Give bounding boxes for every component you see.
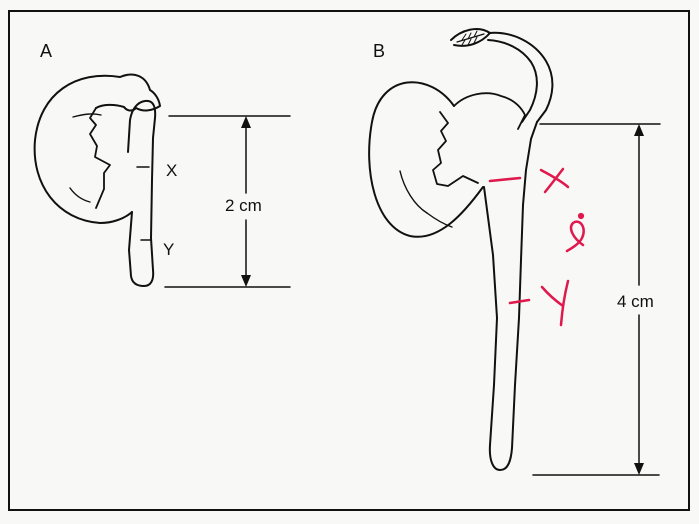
seedling-b-length-label: 4 cm (617, 292, 654, 311)
seedling-b-cracks (433, 112, 478, 186)
seedling-b (369, 29, 584, 470)
seedling-b-radicle (484, 122, 537, 470)
seedling-a-apex-outline (96, 75, 160, 111)
seedling-a-mark-x-label: X (166, 161, 177, 180)
seedling-a (35, 75, 160, 286)
seedling-a-inner-line (73, 114, 101, 117)
seedling-b-red-mark-y-line (510, 300, 529, 303)
seedling-b-top-edge (454, 93, 525, 129)
seedling-a-cotyledon-outline (35, 76, 132, 223)
seedling-b-arrow-bottom (634, 463, 644, 475)
seedling-a-mark-y-label: Y (163, 240, 174, 259)
seedling-b-red-mark-x-line (490, 178, 520, 181)
seedling-b-cotyledon-outline (369, 82, 483, 237)
seedling-a-radicle (128, 101, 155, 286)
seedling-b-inner-crack-2 (427, 213, 452, 227)
diagram-border (9, 11, 689, 510)
seedling-b-hook-inner (488, 40, 537, 122)
seedling-a-arrow-bottom (241, 275, 251, 287)
seedling-b-arrow-top (634, 124, 644, 136)
seedling-b-inner-crack-1 (400, 171, 427, 213)
seedling-a-arrow-top (241, 116, 251, 128)
seedling-b-red-dot (578, 213, 584, 219)
seedling-a-lower-crack (70, 188, 90, 202)
seedling-a-cracks (90, 108, 110, 208)
seedling-b-red-y (542, 281, 568, 325)
panel-a-label: A (40, 41, 52, 61)
seedling-a-length-label: 2 cm (225, 196, 262, 215)
seedling-b-red-handwritten-mark (567, 222, 584, 251)
seedling-b-red-x (541, 169, 568, 192)
panel-b-label: B (373, 41, 385, 61)
